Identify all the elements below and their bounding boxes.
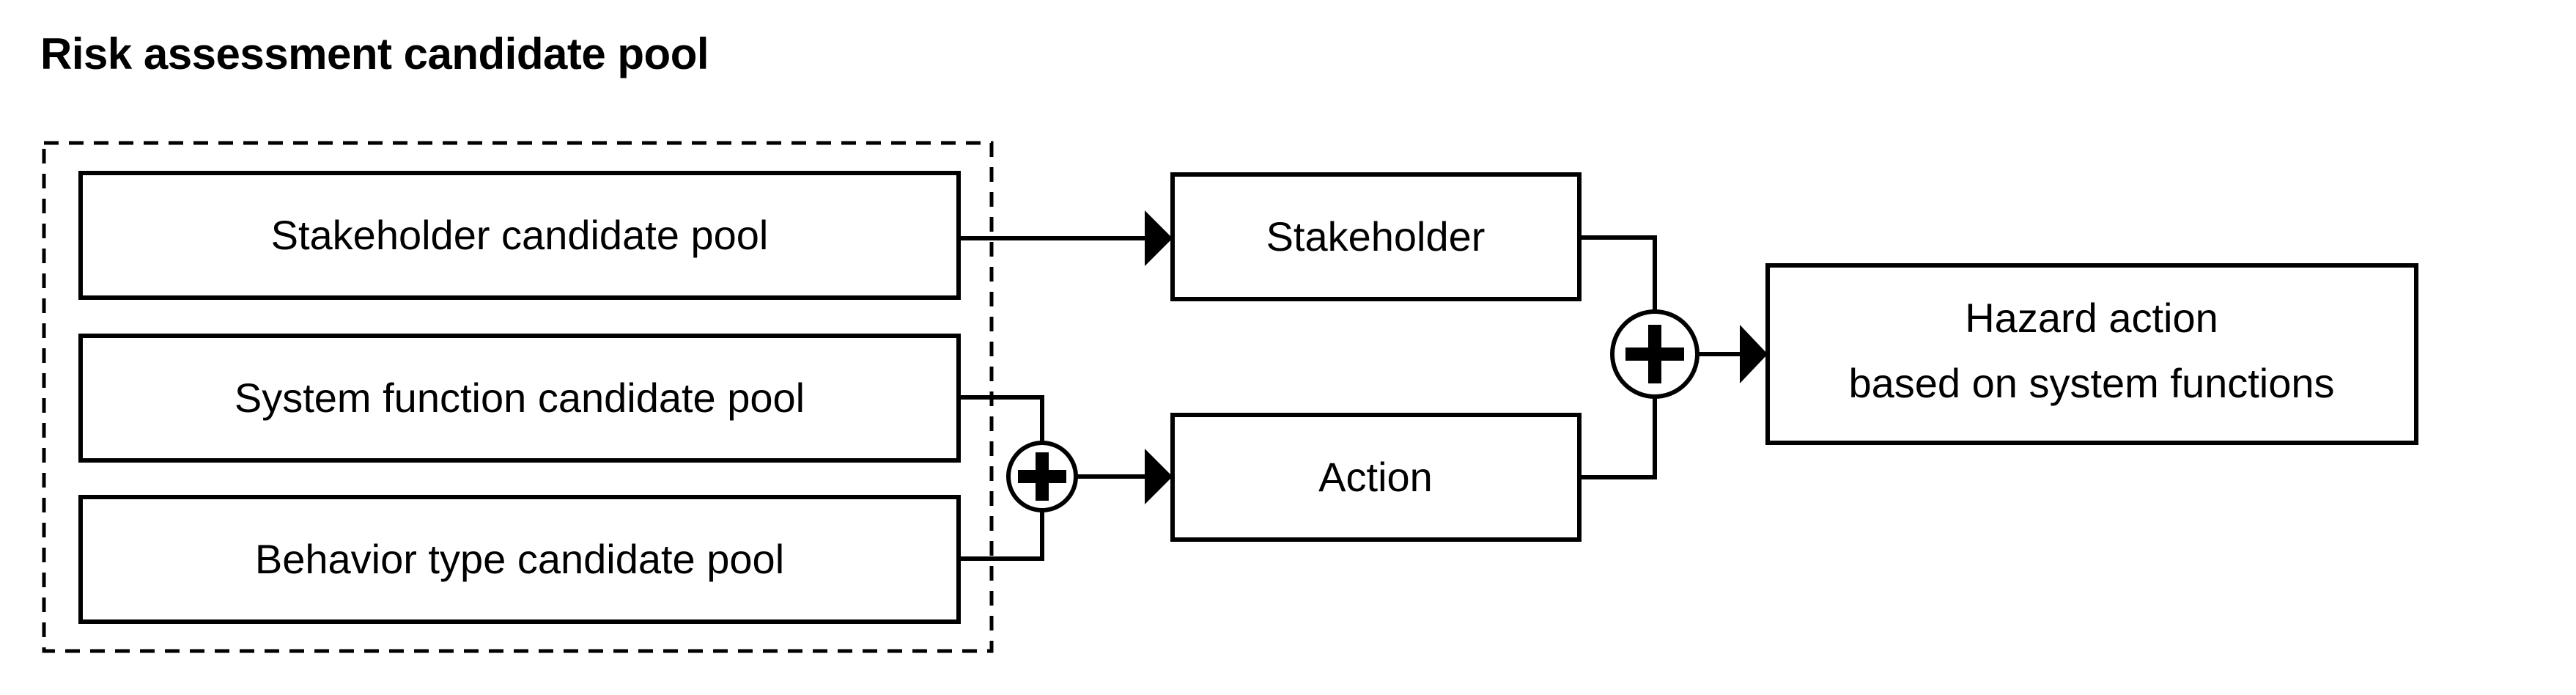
edge-stakeholder-pool-to-stakeholder: [959, 210, 1173, 266]
plus-junction-hazard-icon[interactable]: [1610, 309, 1700, 399]
node-label-line1: Hazard action: [1965, 295, 2218, 341]
node-label: Stakeholder: [1266, 213, 1486, 260]
node-label: System function candidate pool: [235, 375, 805, 421]
node-action[interactable]: Action: [1170, 413, 1582, 542]
arrow-head-icon: [1145, 210, 1173, 266]
edge-stakeholder-to-plus-junction: [1579, 235, 1657, 312]
node-label: Action: [1318, 454, 1433, 500]
edge-system-function-pool-to-plus-junction: [959, 395, 1044, 443]
arrow-head-icon: [1740, 325, 1768, 383]
edge-behavior-type-pool-to-plus-junction: [959, 510, 1044, 561]
node-label: Stakeholder candidate pool: [271, 212, 769, 258]
node-stakeholder[interactable]: Stakeholder: [1170, 172, 1582, 301]
plus-junction-action-icon[interactable]: [1006, 441, 1078, 512]
edge-action-to-plus-junction: [1579, 397, 1657, 479]
node-label-line2: based on system functions: [1848, 360, 2334, 406]
node-system-function-candidate-pool[interactable]: System function candidate pool: [78, 334, 961, 463]
arrow-head-icon: [1145, 449, 1173, 504]
node-stakeholder-candidate-pool[interactable]: Stakeholder candidate pool: [78, 171, 961, 300]
node-label: Behavior type candidate pool: [255, 536, 784, 582]
node-hazard-action[interactable]: Hazard action based on system functions: [1765, 263, 2418, 445]
edge-plus-junction-to-action: [1076, 449, 1173, 504]
page-title: Risk assessment candidate pool: [40, 29, 709, 78]
node-behavior-type-candidate-pool[interactable]: Behavior type candidate pool: [78, 495, 961, 624]
edge-plus-junction-to-hazard-action: [1697, 325, 1768, 383]
